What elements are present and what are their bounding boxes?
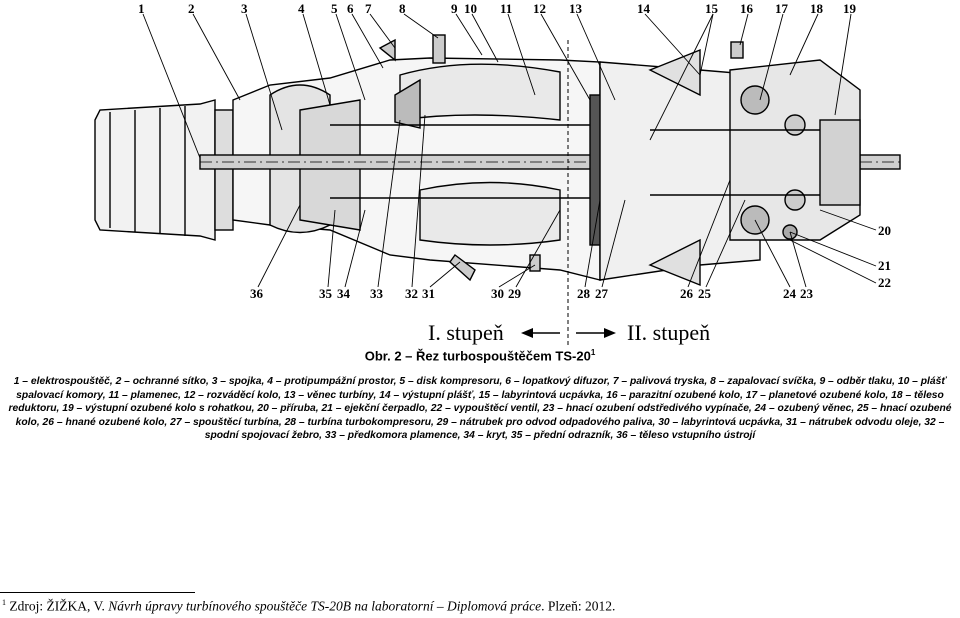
callout-34: 34 <box>337 286 351 301</box>
stage-right-label: II. stupeň <box>627 320 710 345</box>
callout-24: 24 <box>783 286 797 301</box>
callout-9: 9 <box>451 1 458 16</box>
callout-numbers-bottom: 36 35 34 33 32 31 30 29 28 27 26 25 24 2… <box>250 286 814 301</box>
callout-2: 2 <box>188 1 195 16</box>
callout-35: 35 <box>319 286 333 301</box>
callout-numbers-top: 1 2 3 4 5 6 7 8 9 10 11 12 13 14 15 16 1… <box>138 1 857 16</box>
callout-30: 30 <box>491 286 504 301</box>
callout-5: 5 <box>331 1 338 16</box>
caption-footnote-mark: 1 <box>590 348 596 357</box>
figure-legend: 1 – elektrospouštěč, 2 – ochranné sítko,… <box>8 376 952 442</box>
callout-28: 28 <box>577 286 591 301</box>
stage-left-label: I. stupeň <box>428 320 504 345</box>
leader-lines <box>142 13 877 288</box>
footnote-separator <box>0 592 195 593</box>
callout-26: 26 <box>680 286 694 301</box>
callout-20: 20 <box>878 223 891 238</box>
callout-25: 25 <box>698 286 712 301</box>
turbostarter-cross-section-drawing: 1 2 3 4 5 6 7 8 9 10 11 12 13 14 15 16 1… <box>94 1 901 345</box>
callout-36: 36 <box>250 286 264 301</box>
callout-31: 31 <box>422 286 435 301</box>
figure-caption: Obr. 2 – Řez turbospouštěčem TS-201 <box>0 348 960 363</box>
callout-3: 3 <box>241 1 248 16</box>
callout-23: 23 <box>800 286 814 301</box>
caption-text: Obr. 2 – Řez turbospouštěčem TS-20 <box>364 348 591 364</box>
callout-16: 16 <box>740 1 754 16</box>
stage-arrows <box>521 328 616 338</box>
callout-12: 12 <box>533 1 546 16</box>
callout-11: 11 <box>500 1 512 16</box>
callout-19: 19 <box>843 1 857 16</box>
callout-27: 27 <box>595 286 609 301</box>
footnote-title: Návrh úpravy turbínového spouštěče TS-20… <box>108 598 542 614</box>
callout-7: 7 <box>365 1 372 16</box>
callout-8: 8 <box>399 1 406 16</box>
callout-4: 4 <box>298 1 305 16</box>
footnote-mark: 1 <box>2 598 6 607</box>
callout-22: 22 <box>878 275 891 290</box>
callout-29: 29 <box>508 286 522 301</box>
callout-10: 10 <box>464 1 477 16</box>
callout-17: 17 <box>775 1 789 16</box>
callout-6: 6 <box>347 1 354 16</box>
callout-21: 21 <box>878 258 891 273</box>
callout-15: 15 <box>705 1 719 16</box>
footnote-suffix: . Plzeň: 2012. <box>541 598 616 614</box>
callout-13: 13 <box>569 1 583 16</box>
footnote-prefix: Zdroj: ŽIŽKA, V. <box>6 598 109 614</box>
callout-32: 32 <box>405 286 418 301</box>
callout-14: 14 <box>637 1 651 16</box>
callout-numbers-right: 20 21 22 <box>878 223 891 290</box>
callout-33: 33 <box>370 286 384 301</box>
footnote: 1 Zdroj: ŽIŽKA, V. Návrh úpravy turbínov… <box>2 598 615 615</box>
machine-cross-section <box>94 34 901 287</box>
callout-18: 18 <box>810 1 824 16</box>
callout-1: 1 <box>138 1 145 16</box>
